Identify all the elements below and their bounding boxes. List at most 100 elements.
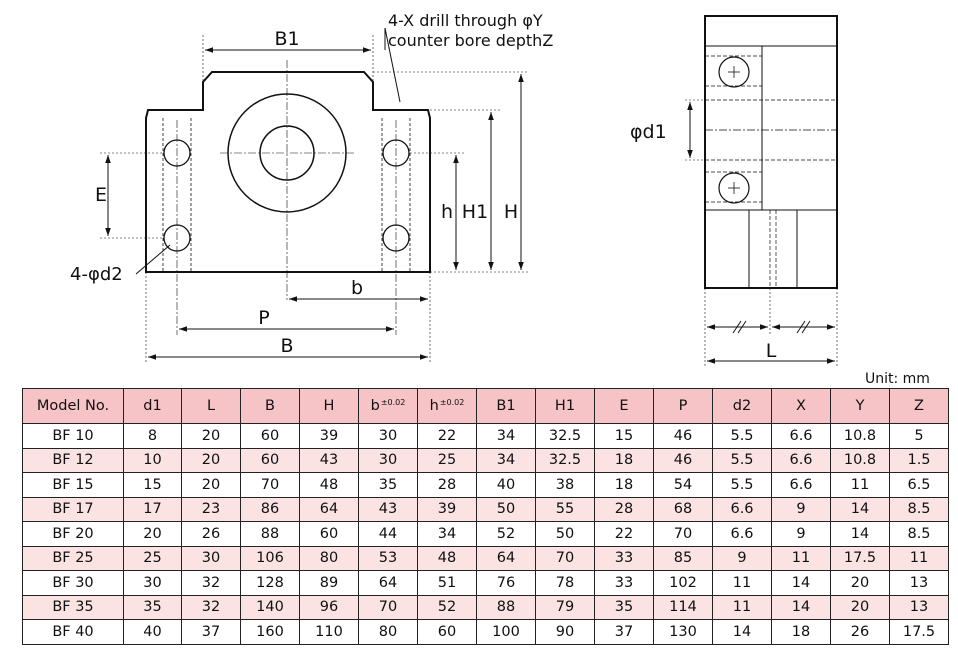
column-header-label: Model No. xyxy=(36,398,110,414)
value-cell: 11 xyxy=(889,545,949,571)
value-cell: 20 xyxy=(181,447,241,473)
value-cell: 46 xyxy=(653,423,713,449)
value-cell: 6.5 xyxy=(889,472,949,498)
value-cell: 26 xyxy=(830,619,890,645)
value-cell: 64 xyxy=(476,545,536,571)
value-cell: 28 xyxy=(417,472,477,498)
value-cell: 10.8 xyxy=(830,447,890,473)
value-cell: 30 xyxy=(123,570,182,596)
value-cell: 6.6 xyxy=(712,496,772,522)
label-B: B xyxy=(280,335,293,357)
value-cell: 13 xyxy=(889,570,949,596)
column-header-label: Y xyxy=(855,398,865,414)
value-cell: 5.5 xyxy=(712,447,772,473)
value-cell: 26 xyxy=(181,521,241,547)
front-labels: B1 b P B E h H1 H 4-φd2 xyxy=(70,28,518,357)
value-cell: 114 xyxy=(653,594,713,620)
label-d2: 4-φd2 xyxy=(70,264,123,285)
model-cell: BF 20 xyxy=(22,521,124,547)
value-cell: 20 xyxy=(123,521,182,547)
column-header: d2 xyxy=(712,388,772,424)
side-labels: φd1 L xyxy=(630,121,777,362)
side-hole-bottom xyxy=(718,172,750,204)
value-cell: 11 xyxy=(712,570,772,596)
value-cell: 34 xyxy=(417,521,477,547)
value-cell: 88 xyxy=(240,521,300,547)
value-cell: 17.5 xyxy=(830,545,890,571)
value-cell: 48 xyxy=(299,472,359,498)
value-cell: 140 xyxy=(240,594,300,620)
value-cell: 17.5 xyxy=(889,619,949,645)
side-outline xyxy=(704,15,838,289)
value-cell: 8.5 xyxy=(889,496,949,522)
column-header: H xyxy=(299,388,359,424)
value-cell: 8.5 xyxy=(889,521,949,547)
column-header: Z xyxy=(889,388,949,424)
column-header: B xyxy=(240,388,300,424)
label-H: H xyxy=(504,201,518,223)
label-L: L xyxy=(766,340,777,362)
value-cell: 86 xyxy=(240,496,300,522)
value-cell: 128 xyxy=(240,570,300,596)
value-cell: 37 xyxy=(594,619,654,645)
value-cell: 51 xyxy=(417,570,477,596)
column-header-label: B1 xyxy=(496,398,516,414)
column-header: b±0.02 xyxy=(358,388,418,424)
value-cell: 39 xyxy=(299,423,359,449)
value-cell: 14 xyxy=(771,594,831,620)
column-header-label: X xyxy=(796,398,806,414)
value-cell: 85 xyxy=(653,545,713,571)
value-cell: 14 xyxy=(771,570,831,596)
value-cell: 55 xyxy=(535,496,595,522)
value-cell: 1.5 xyxy=(889,447,949,473)
label-B1: B1 xyxy=(274,28,299,50)
column-header-label: h xyxy=(429,398,439,414)
value-cell: 68 xyxy=(653,496,713,522)
value-cell: 44 xyxy=(358,521,418,547)
value-cell: 18 xyxy=(594,472,654,498)
column-header: B1 xyxy=(476,388,536,424)
value-cell: 22 xyxy=(417,423,477,449)
value-cell: 46 xyxy=(653,447,713,473)
value-cell: 32 xyxy=(181,594,241,620)
value-cell: 80 xyxy=(299,545,359,571)
column-header: P xyxy=(653,388,713,424)
value-cell: 11 xyxy=(771,545,831,571)
column-header: E xyxy=(594,388,654,424)
value-cell: 28 xyxy=(594,496,654,522)
value-cell: 20 xyxy=(181,423,241,449)
column-header-tolerance: ±0.02 xyxy=(439,398,465,407)
value-cell: 37 xyxy=(181,619,241,645)
value-cell: 70 xyxy=(653,521,713,547)
value-cell: 88 xyxy=(476,594,536,620)
column-header-label: B xyxy=(265,398,275,414)
value-cell: 50 xyxy=(476,496,536,522)
value-cell: 20 xyxy=(830,594,890,620)
leader-note xyxy=(384,27,401,103)
value-cell: 78 xyxy=(535,570,595,596)
value-cell: 15 xyxy=(123,472,182,498)
column-header-label: d1 xyxy=(143,398,162,414)
column-header: Y xyxy=(830,388,890,424)
value-cell: 6.6 xyxy=(771,447,831,473)
value-cell: 35 xyxy=(123,594,182,620)
column-header-label: H xyxy=(323,398,335,414)
value-cell: 70 xyxy=(358,594,418,620)
value-cell: 33 xyxy=(594,570,654,596)
value-cell: 54 xyxy=(653,472,713,498)
value-cell: 60 xyxy=(299,521,359,547)
value-cell: 64 xyxy=(299,496,359,522)
column-header: H1 xyxy=(535,388,595,424)
value-cell: 32.5 xyxy=(535,447,595,473)
value-cell: 17 xyxy=(123,496,182,522)
label-E: E xyxy=(95,184,107,206)
front-view xyxy=(100,27,528,362)
